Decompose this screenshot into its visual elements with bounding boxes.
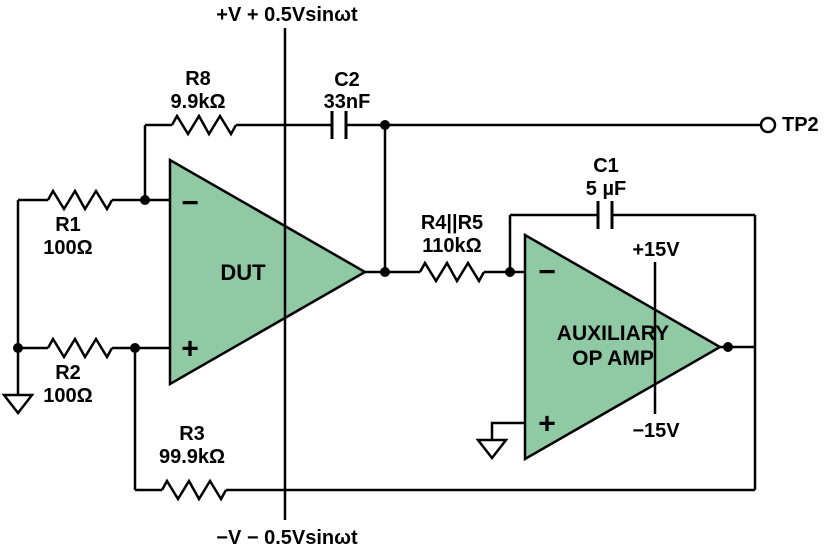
aux-pos-supply-label: +15V	[632, 239, 680, 261]
dut-inverting-sign: −	[181, 187, 199, 220]
dut-noninverting-sign: +	[181, 333, 199, 366]
aux-label-line1: AUXILIARY	[557, 322, 669, 345]
c2-label: C2	[334, 69, 360, 91]
aux-label-line2: OP AMP	[572, 347, 654, 370]
resistor-r2-symbol	[46, 336, 114, 360]
r2-value: 100Ω	[43, 385, 92, 407]
junction-dot	[505, 267, 515, 277]
resistor-r8-symbol	[170, 113, 238, 137]
junction-dot	[140, 195, 150, 205]
aux-ground-wire	[490, 421, 525, 440]
c1-value: 5 µF	[586, 178, 626, 200]
r1-label: R1	[55, 214, 81, 236]
r1-value: 100Ω	[43, 237, 92, 259]
tp2-label: TP2	[782, 114, 819, 136]
bottom-supply-label: −V − 0.5Vsinωt	[216, 527, 358, 549]
resistor-r3-symbol	[160, 478, 228, 502]
r3-value: 99.9kΩ	[159, 446, 225, 468]
r45-label: R4||R5	[421, 212, 483, 234]
junction-dot	[380, 120, 390, 130]
dut-opamp-body	[168, 157, 368, 387]
r2-label: R2	[55, 362, 81, 384]
c1-label: C1	[593, 155, 619, 177]
aux-noninverting-sign: +	[538, 408, 556, 441]
r8-value: 9.9kΩ	[171, 91, 226, 113]
c2-value: 33nF	[324, 91, 371, 113]
c1-loop-wires	[508, 213, 757, 490]
junction-dot	[13, 343, 23, 353]
output-wires	[365, 125, 525, 274]
junction-dot	[380, 267, 390, 277]
top-supply-label: +V + 0.5Vsinωt	[216, 4, 358, 26]
junction-dot	[130, 343, 140, 353]
capacitors	[330, 111, 614, 229]
junction-dot	[723, 342, 733, 352]
r8-label: R8	[185, 68, 211, 90]
tp2-terminal	[759, 116, 777, 134]
resistor-r45-symbol	[418, 260, 486, 284]
r45-value: 110kΩ	[422, 235, 481, 257]
junction-dots	[13, 120, 733, 353]
dut-label: DUT	[220, 260, 266, 285]
ground-symbol-aux	[475, 438, 509, 461]
labels: +V + 0.5Vsinωt −V − 0.5Vsinωt R8 9.9kΩ C…	[43, 4, 818, 549]
capacitor-c1-symbol	[596, 201, 614, 229]
ground-symbols	[1, 393, 509, 461]
top-feedback-wire	[143, 123, 761, 200]
capacitor-c2-symbol	[330, 111, 348, 139]
resistors	[46, 113, 486, 502]
resistor-r1-symbol	[46, 188, 114, 212]
r3-label: R3	[179, 423, 205, 445]
aux-opamp-body	[523, 232, 723, 462]
aux-inverting-sign: −	[538, 256, 556, 289]
left-input-wires	[16, 198, 170, 490]
aux-neg-supply-label: −15V	[632, 420, 680, 442]
ground-symbol-left	[1, 393, 35, 416]
